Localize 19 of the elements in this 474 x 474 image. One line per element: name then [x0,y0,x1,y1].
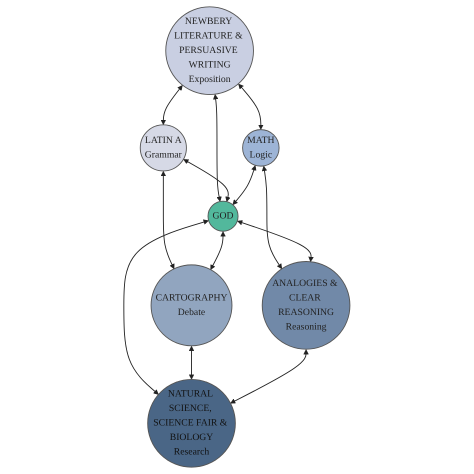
arrow [184,159,231,202]
node-circle: GOD [208,200,239,232]
arrow [188,346,194,380]
node-circle: ANALOGIES & CLEAR REASONING Reasoning [262,261,350,350]
node-circle: MATH Logic [242,129,280,167]
arrow [237,220,314,262]
node-circle: CARTOGRAPHY Debate [150,264,233,346]
node-circle: LATIN A Grammar [140,124,187,172]
arrow [213,94,222,202]
arrow [124,220,209,395]
arrow [210,231,226,270]
node-circle: NATURAL SCIENCE, SCIENCE FAIR & BIOLOGY Research [147,378,236,468]
arrow [238,84,264,130]
arrow [230,349,309,404]
arrow [160,85,183,126]
node-circle: NEWBERY LITERATURE & PERSUASIVE WRITING Exposition [165,6,254,95]
arrow [262,166,282,270]
arrow [160,170,175,270]
arrow [232,165,256,206]
